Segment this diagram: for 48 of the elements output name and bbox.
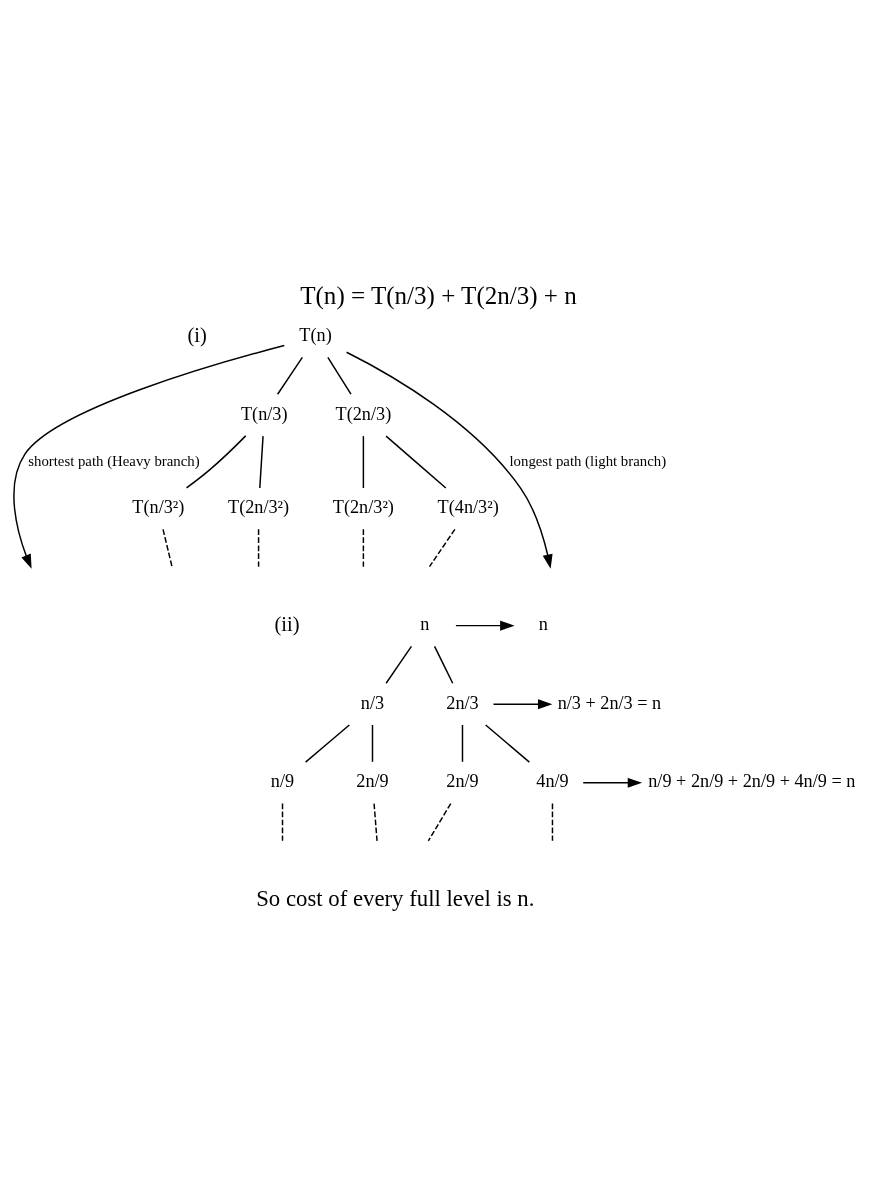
arrow (12, 344, 285, 569)
node-text: T(n) (298, 324, 332, 345)
node-text: n (538, 613, 548, 634)
arrow (582, 777, 642, 788)
node-text: T(2n/3²) (332, 496, 394, 517)
edge-label: shortest path (Heavy branch) (27, 452, 200, 469)
arrow (345, 351, 553, 569)
arrow (454, 620, 514, 631)
edge-label: longest path (light branch) (509, 452, 666, 469)
node-text: T(n/3) (240, 403, 288, 424)
node-text: n/3 + 2n/3 = n (557, 692, 661, 713)
node-text: 2n/9 (445, 771, 479, 792)
connector (551, 802, 553, 842)
connector (428, 528, 456, 568)
connector (427, 802, 451, 842)
node-text: T(n/3²) (131, 496, 184, 517)
connector (161, 528, 173, 568)
label: (ii) (274, 612, 300, 635)
caption: So cost of every full level is n. (255, 885, 534, 911)
connector (461, 724, 463, 763)
connector (185, 435, 246, 489)
node-text: n/3 (360, 692, 384, 713)
connector (257, 528, 259, 568)
node-text: 4n/9 (535, 771, 569, 792)
node-text: n/9 (270, 771, 294, 792)
node-text: n (419, 613, 429, 634)
connector (384, 435, 447, 489)
connector (258, 435, 264, 489)
node-text: T(2n/3) (335, 403, 391, 424)
connector (371, 724, 373, 763)
connector (281, 802, 283, 842)
arrow (492, 699, 552, 710)
node-text: 2n/9 (355, 771, 389, 792)
node-text: n/9 + 2n/9 + 2n/9 + 4n/9 = n (647, 771, 855, 792)
connector (362, 435, 364, 489)
label: (i) (186, 323, 207, 346)
node-text: 2n/3 (445, 692, 479, 713)
connector (276, 356, 303, 395)
connector (433, 645, 453, 684)
node-text: T(4n/3²) (437, 496, 499, 517)
connector (326, 356, 352, 395)
node-text: T(2n/3²) (227, 496, 289, 517)
connector (384, 645, 412, 684)
connector (372, 802, 378, 842)
connector (362, 528, 364, 568)
connector (304, 724, 350, 763)
connector (484, 724, 530, 763)
diagram-title: T(n) = T(n/3) + T(2n/3) + n (299, 282, 577, 310)
